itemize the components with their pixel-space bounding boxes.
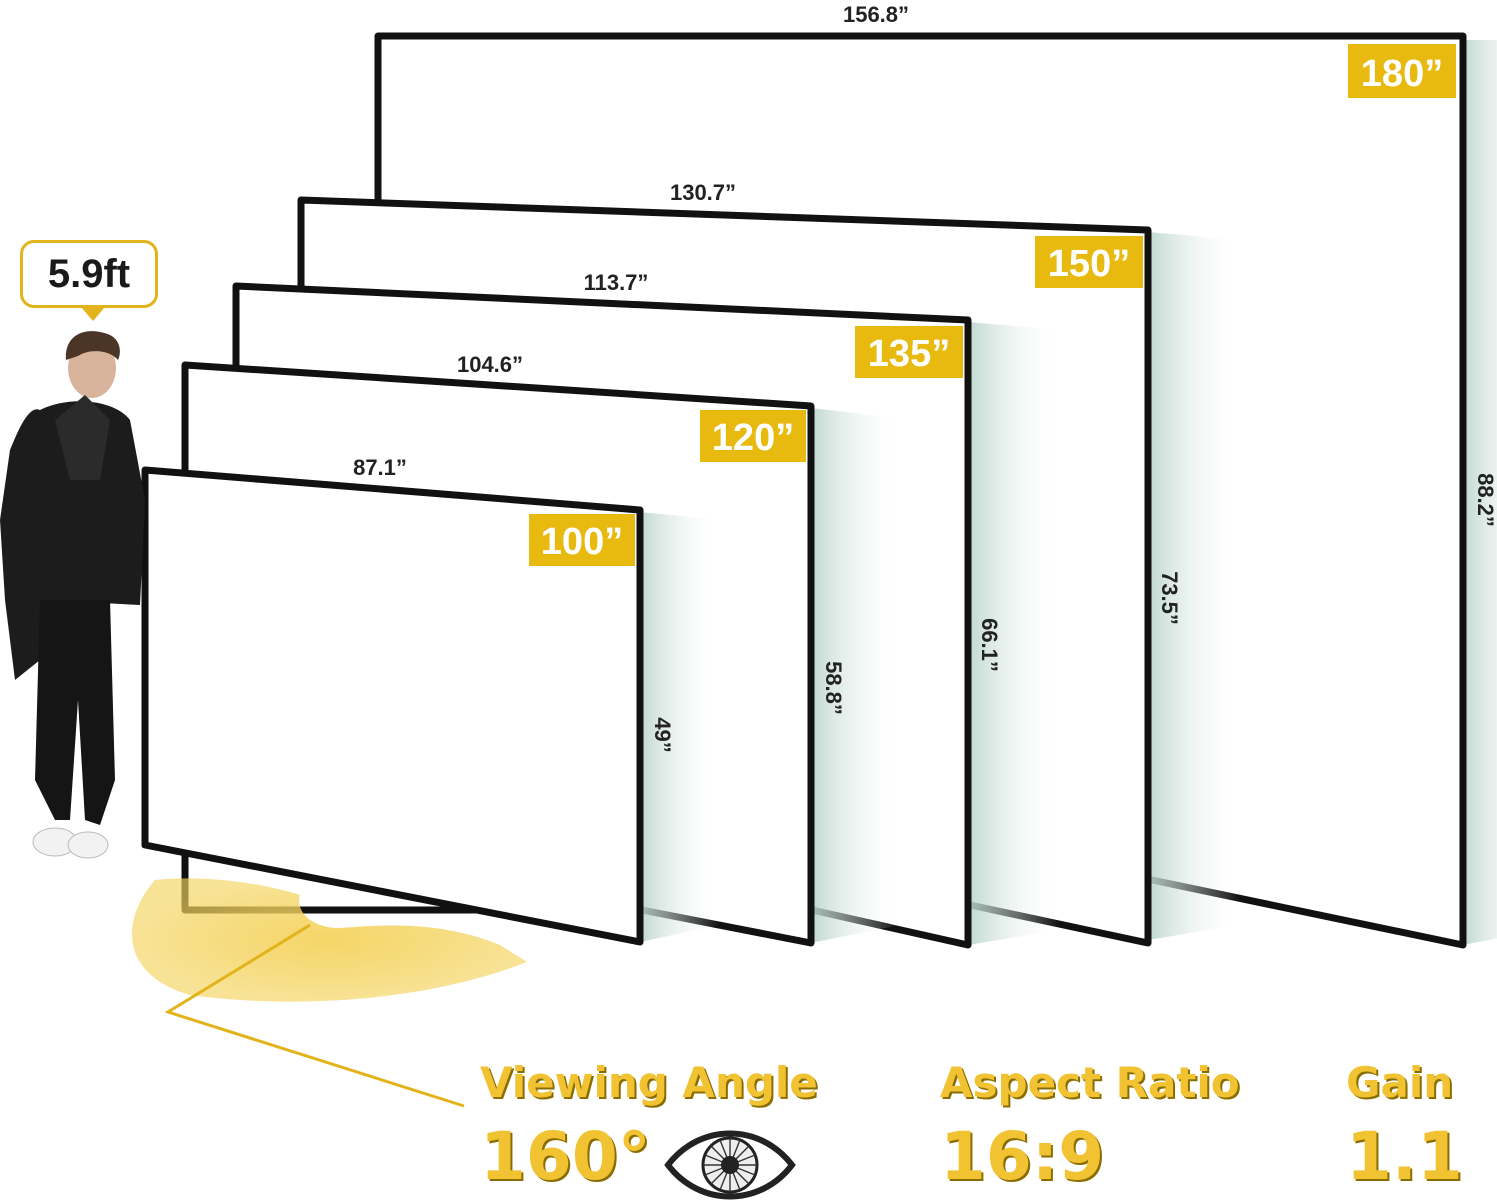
height-label-135: 66.1” — [977, 618, 1002, 672]
size-label-100: 100” — [541, 521, 623, 563]
aspect-ratio-value: 16:9 — [940, 1118, 1105, 1195]
width-label-135: 113.7” — [584, 270, 649, 295]
size-badge-150 — [1035, 236, 1143, 288]
height-label-120: 58.8” — [821, 661, 846, 715]
size-label-180: 180” — [1361, 53, 1443, 95]
width-label-180: 156.8” — [843, 2, 909, 27]
height-bubble: 5.9ft — [20, 240, 158, 321]
size-badge-120 — [700, 410, 806, 462]
size-label-150: 150” — [1048, 243, 1130, 285]
size-badge-100 — [529, 514, 635, 566]
size-badge-180 — [1348, 44, 1456, 98]
size-label-120: 120” — [712, 417, 794, 459]
size-label-135: 135” — [868, 333, 950, 375]
person-figure — [0, 331, 145, 859]
width-label-100: 87.1” — [353, 455, 407, 480]
height-label-100: 49” — [650, 717, 675, 752]
size-badge-135 — [855, 326, 963, 378]
gain-value: 1.1 — [1346, 1118, 1463, 1195]
gain-label: Gain — [1346, 1058, 1454, 1107]
height-label-180: 88.2” — [1473, 473, 1497, 527]
aspect-ratio-label: Aspect Ratio — [940, 1058, 1240, 1107]
width-label-120: 104.6” — [457, 352, 523, 377]
screen-100: 100” 87.1” 49” — [141, 455, 720, 946]
height-label-150: 73.5” — [1157, 571, 1182, 625]
width-label-150: 130.7” — [670, 180, 736, 205]
viewing-angle-value: 160° — [480, 1118, 651, 1195]
eye-icon — [664, 1130, 796, 1200]
viewing-angle-label: Viewing Angle — [480, 1058, 818, 1107]
person-height-label: 5.9ft — [47, 251, 131, 296]
viewing-angle-sector — [132, 878, 527, 1108]
